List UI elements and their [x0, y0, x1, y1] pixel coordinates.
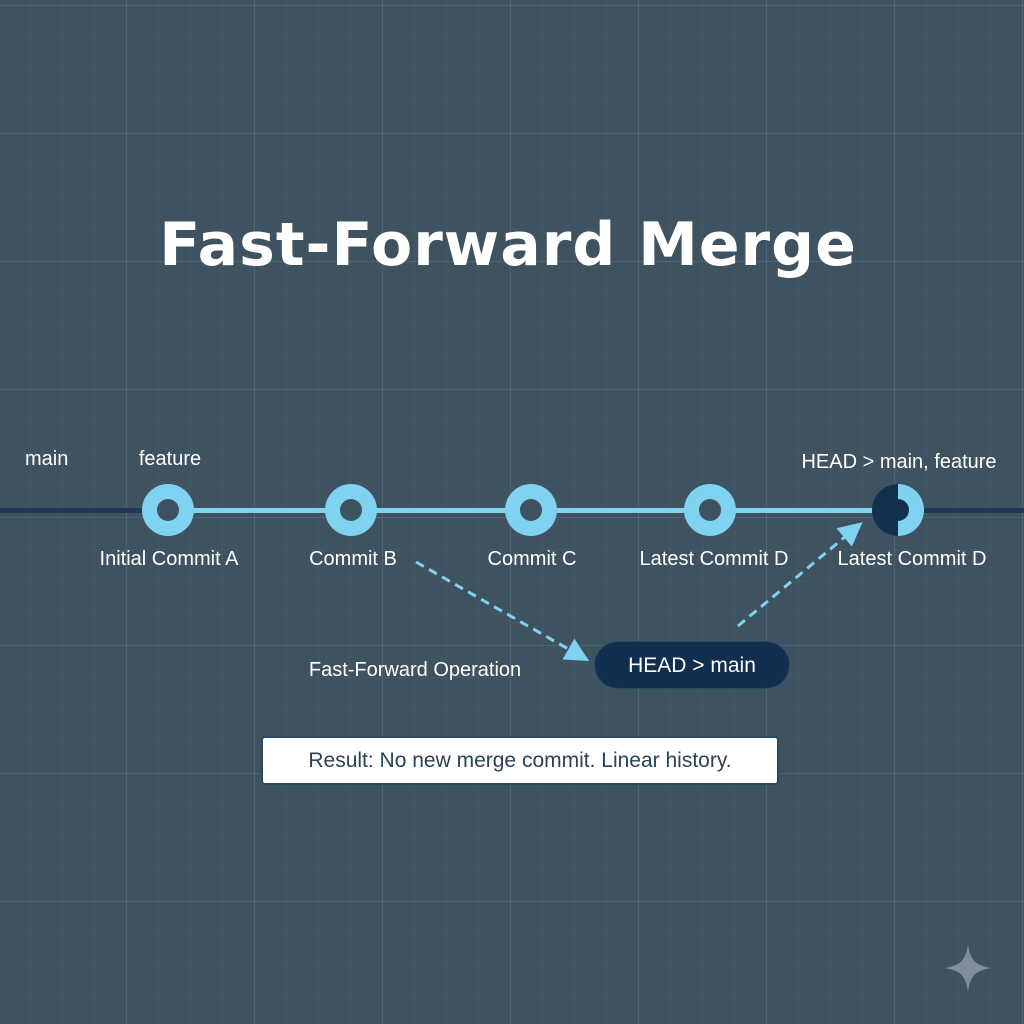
commit-label-d: Latest Commit D [639, 548, 789, 570]
head-commit-node[interactable] [872, 484, 924, 536]
head-label: HEAD > main, feature [801, 451, 997, 473]
commit-label-b: Commit B [309, 548, 397, 570]
commit-node-d[interactable] [684, 484, 736, 536]
result-box: Result: No new merge commit. Linear hist… [261, 736, 779, 785]
branch-label-main: main [25, 448, 69, 470]
operation-label: Fast-Forward Operation [308, 659, 522, 681]
page-title: Fast-Forward Merge [159, 210, 857, 280]
commit-label-head: Latest Commit D [837, 548, 987, 570]
head-pointer-badge[interactable]: HEAD > main [594, 641, 790, 689]
commit-node-c[interactable] [505, 484, 557, 536]
sparkle-icon [944, 944, 992, 992]
arrow-commit-b-to-head [415, 560, 590, 661]
arrow-head-to-latest [737, 522, 863, 628]
commit-node-b[interactable] [325, 484, 377, 536]
commit-label-c: Commit C [487, 548, 577, 570]
branch-label-feature: feature [138, 448, 202, 470]
commit-node-a[interactable] [142, 484, 194, 536]
commit-label-a: Initial Commit A [99, 548, 239, 570]
